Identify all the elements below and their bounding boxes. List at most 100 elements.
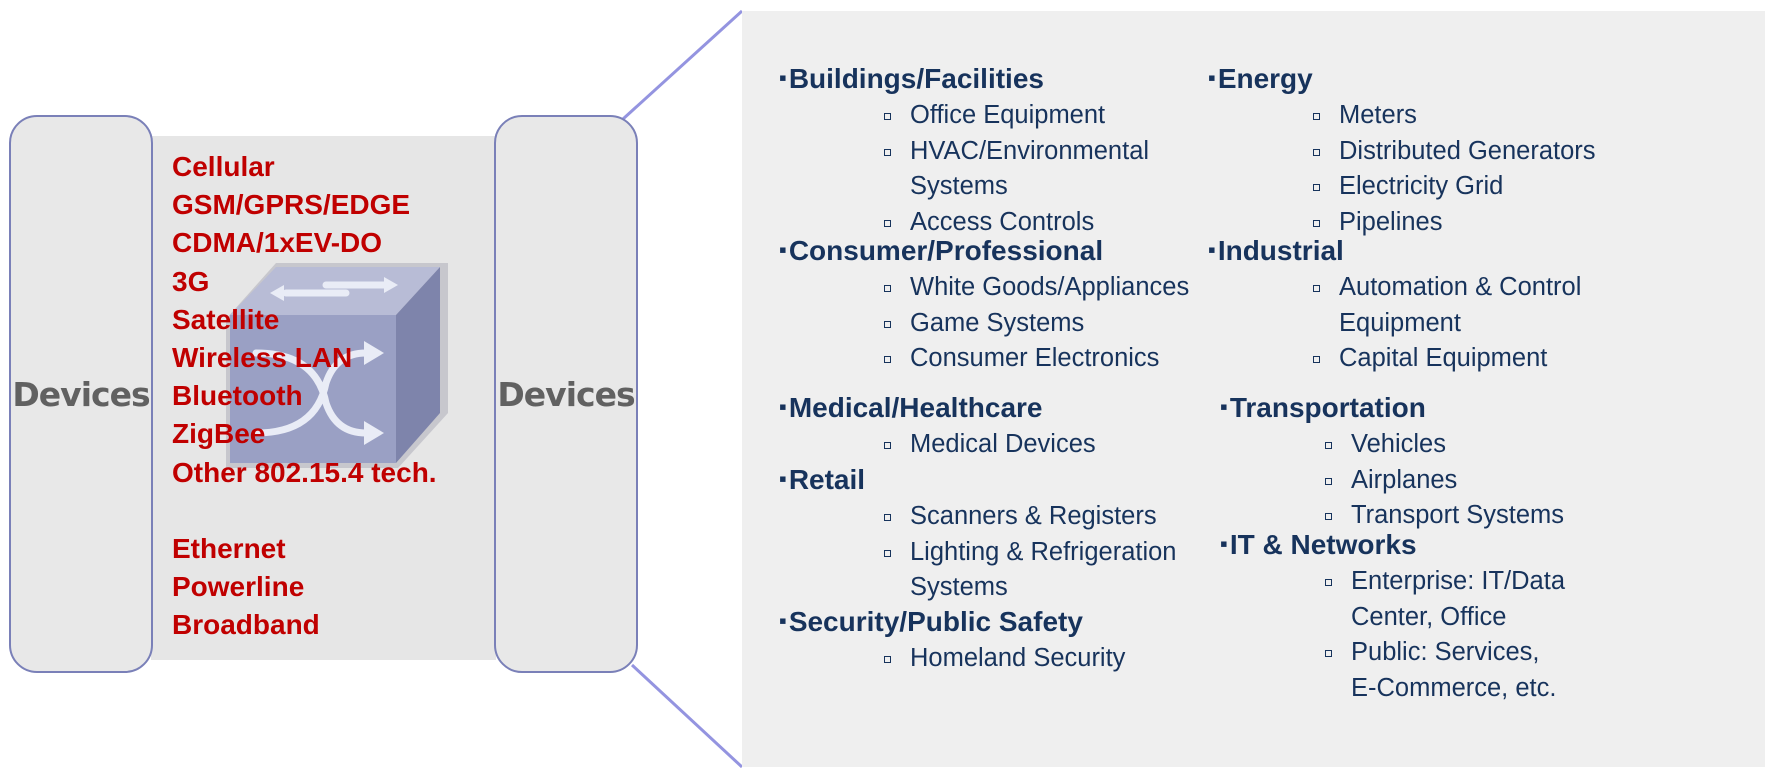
category-item-text: Enterprise: IT/Data <box>1351 567 1565 595</box>
category-item: E-Commerce, etc. <box>1325 671 1565 707</box>
hollow-square-bullet-icon <box>1325 442 1332 449</box>
category-item-text: Meters <box>1339 101 1417 129</box>
category-item-text: E-Commerce, etc. <box>1351 673 1557 702</box>
right-devices-box: Devices <box>494 115 638 673</box>
square-bullet-icon: ▪ <box>779 65 787 90</box>
category-item-text: Systems <box>910 172 1008 200</box>
category-title: ▪Retail <box>779 463 1177 499</box>
square-bullet-icon: ▪ <box>1208 237 1216 262</box>
category-title-text: Buildings/Facilities <box>788 63 1044 94</box>
hollow-square-bullet-icon <box>1313 285 1320 292</box>
category-item: Game Systems <box>884 306 1189 342</box>
square-bullet-icon: ▪ <box>1220 531 1228 556</box>
category-item-text: HVAC/Environmental <box>910 136 1150 165</box>
category-item-text: Office Equipment <box>910 101 1106 129</box>
category-item: HVAC/Environmental <box>884 134 1149 170</box>
technology-item: Other 802.15.4 tech. <box>172 456 437 488</box>
hollow-square-bullet-icon <box>884 113 891 120</box>
category-item: Office Equipment <box>884 98 1149 134</box>
hollow-square-bullet-icon <box>884 219 891 227</box>
category-item-text: Distributed Generators <box>1339 136 1596 165</box>
technology-item: GSM/GPRS/EDGE <box>172 189 411 221</box>
category-item-text: Airplanes <box>1351 465 1458 494</box>
category-item-text: Equipment <box>1339 308 1461 337</box>
square-bullet-icon: ▪ <box>779 466 787 491</box>
hollow-square-bullet-icon <box>884 148 891 156</box>
category-title: ▪IT & Networks <box>1220 528 1565 564</box>
category-item: Public: Services, <box>1325 635 1565 671</box>
hollow-square-bullet-icon <box>884 320 891 328</box>
hollow-square-bullet-icon <box>884 514 891 521</box>
technology-spacer <box>172 492 437 530</box>
category-title: ▪Security/Public Safety <box>779 605 1125 641</box>
technology-item: Powerline <box>172 571 305 603</box>
category-item: Medical Devices <box>884 427 1096 463</box>
category-item-text: Scanners & Registers <box>910 502 1157 530</box>
category-title-text: Security/Public Safety <box>788 606 1083 637</box>
hollow-square-bullet-icon <box>1325 650 1332 657</box>
technology-item: Broadband <box>172 609 320 641</box>
left-devices-box: Devices <box>9 115 153 673</box>
hollow-square-bullet-icon <box>1325 579 1332 586</box>
category-item-text: Automation & Control <box>1339 273 1582 301</box>
category-item-text: Electricity Grid <box>1339 172 1504 200</box>
category-items: Homeland Security <box>779 641 1125 677</box>
technology-item: Satellite <box>172 303 280 335</box>
category-title-text: Consumer/Professional <box>788 235 1104 266</box>
category-item: Lighting & Refrigeration <box>884 535 1177 571</box>
category-item: Scanners & Registers <box>884 499 1177 535</box>
technology-item: Ethernet <box>172 532 286 564</box>
category-title-text: Transportation <box>1229 392 1426 423</box>
hollow-square-bullet-icon <box>1325 513 1332 520</box>
category-item-text: Pipelines <box>1339 207 1443 236</box>
category-item: Pipelines <box>1313 205 1596 241</box>
category-item: Homeland Security <box>884 641 1125 677</box>
category-title-text: Industrial <box>1217 235 1344 266</box>
category-item: Consumer Electronics <box>884 341 1189 377</box>
hollow-square-bullet-icon <box>1313 113 1320 120</box>
category-title: ▪Transportation <box>1220 391 1564 427</box>
technology-item: CDMA/1xEV-DO <box>172 227 383 259</box>
category-item: Capital Equipment <box>1313 341 1581 377</box>
technology-item: Cellular <box>172 151 275 182</box>
technology-item: ZigBee <box>172 418 266 450</box>
category-item: Automation & Control <box>1313 270 1581 306</box>
category-title: ▪Medical/Healthcare <box>779 391 1096 427</box>
category-item-text: Access Controls <box>910 207 1095 236</box>
category-item-text: Transport Systems <box>1351 501 1565 529</box>
category-title: ▪Buildings/Facilities <box>779 62 1149 98</box>
category-item-text: Vehicles <box>1351 430 1446 458</box>
category-item-text: Capital Equipment <box>1339 344 1548 372</box>
category-title-text: Energy <box>1217 63 1313 94</box>
category-item-text: Medical Devices <box>910 430 1096 458</box>
hollow-square-bullet-icon <box>884 442 891 449</box>
hollow-square-bullet-icon <box>1313 184 1320 191</box>
category-item: Systems <box>884 169 1149 205</box>
category-item: Access Controls <box>884 205 1149 241</box>
network-switch-icon <box>226 263 448 468</box>
square-bullet-icon: ▪ <box>779 394 787 419</box>
category-item: Electricity Grid <box>1313 169 1596 205</box>
category-item-text: Homeland Security <box>910 644 1126 672</box>
category-title: ▪Consumer/Professional <box>779 234 1189 270</box>
hollow-square-bullet-icon <box>1313 148 1320 156</box>
category-item-text: Game Systems <box>910 308 1085 337</box>
category-title-text: IT & Networks <box>1229 529 1417 560</box>
hollow-square-bullet-icon <box>1313 356 1320 363</box>
category-item-text: Public: Services, <box>1351 638 1540 666</box>
category-title: ▪Energy <box>1208 62 1596 98</box>
left-devices-label: Devices <box>12 374 150 414</box>
